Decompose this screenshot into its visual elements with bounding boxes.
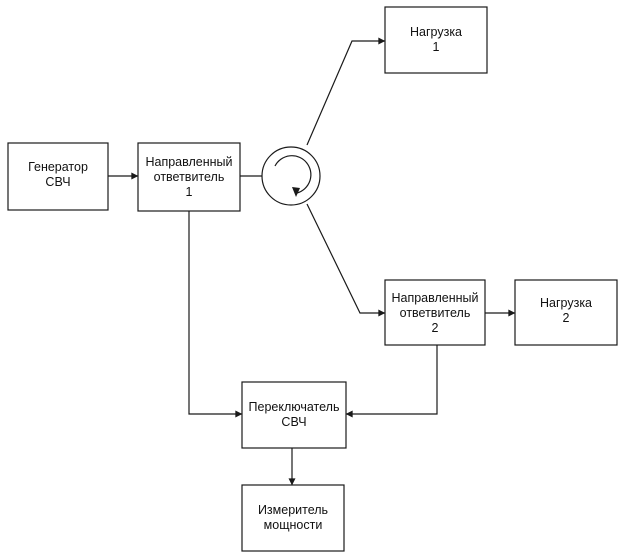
load2-label-line1: Нагрузка: [540, 296, 592, 310]
arrow-coupler2-to-switch: [345, 345, 438, 418]
coupler2-label-line1: Направленный: [391, 291, 478, 305]
load1-label-line1: Нагрузка: [410, 25, 462, 39]
arrow-coupler1-to-switch: [188, 211, 243, 418]
arrow-circulator-to-coupler2: [306, 203, 386, 317]
generator-label-line1: Генератор: [28, 160, 88, 174]
coupler2-block: Направленный ответвитель 2: [384, 279, 486, 346]
load1-block: Нагрузка 1: [384, 6, 488, 74]
generator-block: Генератор СВЧ: [7, 142, 109, 211]
generator-label-line2: СВЧ: [45, 175, 70, 189]
circulator: [261, 146, 321, 206]
circulator-direction-arrow-icon: [274, 155, 312, 194]
meter-label-line1: Измеритель: [258, 503, 328, 517]
arrow-circulator-to-load1: [306, 37, 386, 146]
switch-block: Переключатель СВЧ: [241, 381, 347, 449]
meter-block: Измеритель мощности: [241, 484, 345, 552]
load2-block: Нагрузка 2: [514, 279, 618, 346]
circulator-arrowhead-icon: [292, 187, 300, 197]
meter-label-line2: мощности: [264, 518, 323, 532]
coupler2-label-line3: 2: [432, 321, 439, 335]
coupler2-label-line2: ответвитель: [400, 306, 471, 320]
coupler1-label-line2: ответвитель: [154, 170, 225, 184]
coupler1-label-line3: 1: [186, 185, 193, 199]
connections: [108, 37, 516, 486]
load1-label-line2: 1: [433, 40, 440, 54]
coupler1-label-line1: Направленный: [145, 155, 232, 169]
load2-label-line2: 2: [563, 311, 570, 325]
switch-label-line2: СВЧ: [281, 415, 306, 429]
coupler1-block: Направленный ответвитель 1: [137, 142, 241, 212]
switch-label-line1: Переключатель: [249, 400, 340, 414]
